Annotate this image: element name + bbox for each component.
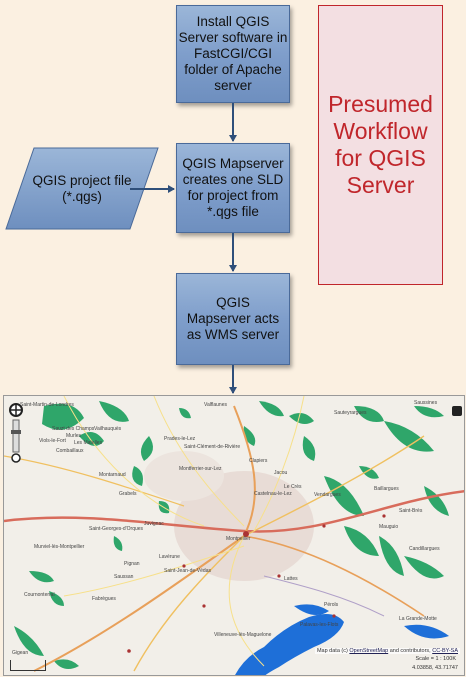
- map-place-label: Viols-le-Fort: [39, 438, 66, 444]
- map-place-label: Les Matelles: [74, 440, 103, 446]
- map-place-label: Castelnau-le-Lez: [254, 491, 292, 497]
- map-place-label: Valflaunes: [204, 402, 227, 408]
- forest-areas: [14, 401, 449, 670]
- attribution-middle: and contributors,: [389, 648, 431, 654]
- map-place-label: Montferrier-sur-Lez: [179, 466, 222, 472]
- map-place-label: La Grande-Motte: [399, 616, 437, 622]
- step-install-server-label: Install QGIS Server software in FastCGI/…: [178, 14, 288, 93]
- map-place-label: Combaillaux: [56, 448, 84, 454]
- attribution-license-link[interactable]: CC-BY-SA: [432, 648, 458, 654]
- attribution-prefix: Map data (c): [316, 648, 348, 654]
- map-place-label: Grabels: [119, 491, 137, 497]
- input-parallelogram-shape: [5, 147, 159, 230]
- map-place-label: Pérols: [324, 602, 339, 608]
- map-place-label: Murles: [66, 433, 82, 439]
- map-place-label: Baillargues: [374, 486, 399, 492]
- map-place-label: Juvignac: [144, 521, 164, 527]
- scale-bar: [10, 660, 46, 671]
- map-place-label: Palavas-les-Flots: [300, 622, 339, 628]
- diagram-title: Presumed Workflow for QGIS Server: [318, 5, 443, 285]
- map-place-label: Lavérune: [159, 554, 180, 560]
- road-network: [4, 396, 464, 672]
- map-place-label: Fabrègues: [92, 596, 116, 602]
- water-bodies: [235, 604, 449, 675]
- step-install-server: Install QGIS Server software in FastCGI/…: [176, 5, 290, 103]
- map-place-label: Montpellier: [226, 536, 251, 542]
- wms-map-preview[interactable]: Saint-Martin-de-Londres Valflaunes Sauss…: [3, 395, 465, 676]
- map-place-label: Saint-Clément-de-Rivière: [184, 444, 241, 450]
- map-place-label: Le Crès: [284, 484, 302, 490]
- map-place-label: Villeneuve-lès-Maguelone: [214, 632, 272, 638]
- map-coordinates-readout: 4.03858, 43.71747: [412, 665, 458, 671]
- urban-area-north: [144, 451, 224, 501]
- map-place-label: Candillargues: [409, 546, 440, 552]
- step-wms-server-label: QGIS Mapserver acts as WMS server: [186, 295, 280, 342]
- diagram-title-text: Presumed Workflow for QGIS Server: [328, 91, 433, 198]
- map-place-label: Mauguio: [379, 524, 399, 530]
- step-create-sld: QGIS Mapserver creates one SLD for proje…: [176, 143, 290, 233]
- map-place-label: Cournonterral: [24, 592, 55, 598]
- map-place-label: Saint-Jean-de-Védas: [164, 568, 211, 574]
- step-create-sld-label: QGIS Mapserver creates one SLD for proje…: [182, 156, 284, 219]
- map-place-label: Saussines: [414, 400, 438, 406]
- input-project-file: QGIS project file (*.qgs): [4, 147, 160, 231]
- layer-switcher-button[interactable]: [452, 406, 462, 416]
- map-place-label: Jacou: [274, 470, 288, 476]
- map-place-label: Saussan: [114, 574, 134, 580]
- town-markers: [127, 514, 386, 653]
- map-place-label: Prades-le-Lez: [164, 436, 196, 442]
- map-place-label: Murviel-lès-Montpellier: [34, 544, 85, 550]
- map-place-label: Sauzt des Champs: [52, 426, 95, 432]
- map-place-label: Saint-Brès: [399, 508, 423, 514]
- map-place-label: Gigean: [12, 650, 29, 656]
- map-canvas: [4, 396, 464, 675]
- attribution-osm-link[interactable]: OpenStreetMap: [349, 648, 389, 654]
- step-wms-server: QGIS Mapserver acts as WMS server: [176, 273, 290, 365]
- map-place-label: Montarnaud: [99, 472, 126, 478]
- map-place-label: Vailhauquès: [94, 426, 122, 432]
- input-project-file-label: QGIS project file (*.qgs): [32, 173, 132, 204]
- map-place-label: Vendargues: [314, 492, 341, 498]
- map-scale-readout: Scale = 1 : 100K: [415, 656, 456, 662]
- zoom-control[interactable]: [8, 402, 24, 464]
- map-attribution: Map data (c) OpenStreetMap and contribut…: [314, 648, 460, 654]
- map-place-label: Saint-Georges-d'Orques: [89, 526, 144, 532]
- pan-zoom-icon: [9, 403, 23, 463]
- map-place-label: Clapiers: [249, 458, 268, 464]
- map-place-label: Sauteyrargues: [334, 410, 367, 416]
- map-place-label: Pignan: [124, 561, 140, 567]
- map-place-label: Saint-Martin-de-Londres: [20, 402, 74, 408]
- map-place-label: Lattes: [284, 576, 298, 582]
